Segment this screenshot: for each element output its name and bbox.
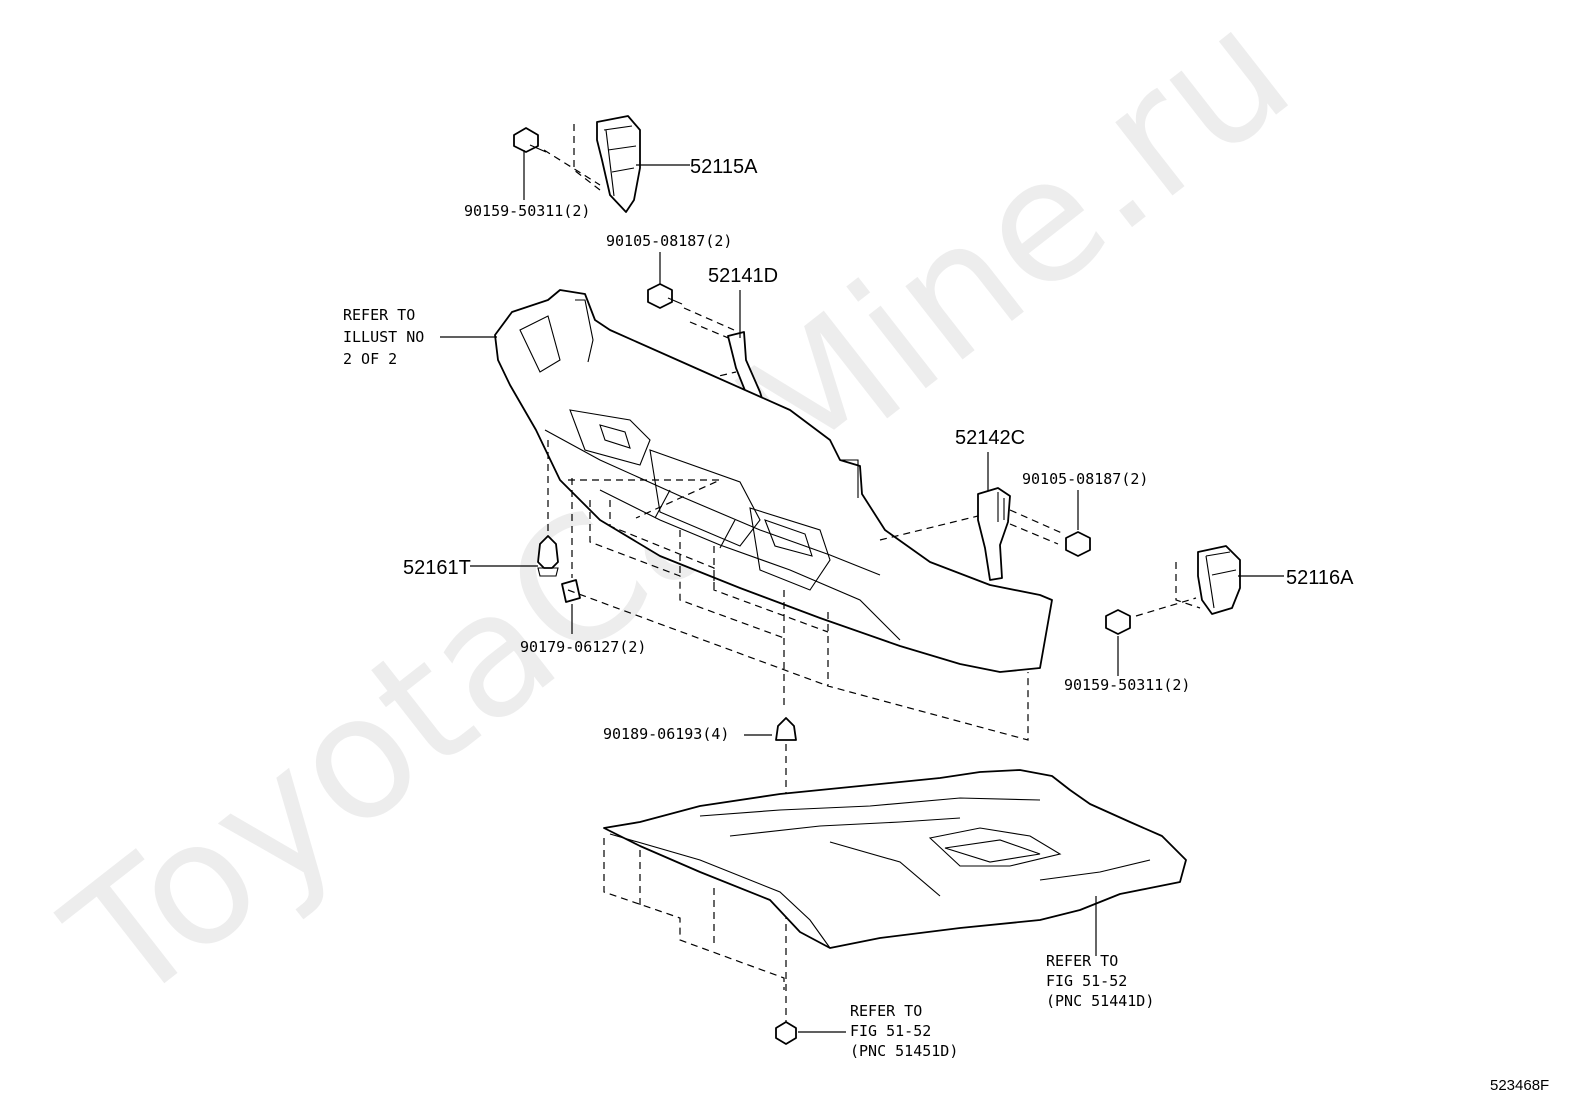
note-under-cover-1: REFER TO [1046,952,1118,970]
engine-under-cover[interactable] [603,769,1187,949]
leader-bolt-upper-dash [683,307,739,343]
note-bumper-ref-3: 2 OF 2 [343,350,397,368]
clip-52161t[interactable] [537,535,559,577]
note-under-cover-2: FIG 51-52 [1046,972,1127,990]
bracket-52116a[interactable] [1197,545,1241,615]
dash-clip [547,440,573,578]
dash-under-cover [603,838,785,990]
dash-52142c-bolt [1009,509,1065,545]
label-nut-90179: 90179-06127(2) [520,638,646,656]
label-52141d: 52141D [708,265,778,287]
label-52142c: 52142C [955,427,1025,449]
label-screw-upper: 90159-50311(2) [464,202,590,220]
note-bumper-ref-1: REFER TO [343,306,415,324]
figure-number: 523468F [1490,1077,1549,1094]
clip-90189[interactable] [775,717,797,741]
bracket-52115a[interactable] [596,115,641,213]
note-bolt-ref-3: (PNC 51451D) [850,1042,958,1060]
bumper-cover[interactable] [494,289,1053,673]
bolt-90105-upper[interactable] [647,283,683,309]
retainer-52142c[interactable] [977,487,1011,581]
leader-52115a-dash [543,124,601,191]
label-bolt-right: 90105-08187(2) [1022,470,1148,488]
label-screw-lower: 90159-50311(2) [1064,676,1190,694]
label-52161t: 52161T [403,557,471,579]
bolt-90105-right[interactable] [1065,531,1091,557]
note-bumper-ref-2: ILLUST NO [343,328,424,346]
note-bolt-ref-1: REFER TO [850,1002,922,1020]
label-52116a: 52116A [1286,567,1354,589]
note-bolt-ref-2: FIG 51-52 [850,1022,931,1040]
bolt-lower[interactable] [775,1021,797,1045]
note-under-cover-3: (PNC 51441D) [1046,992,1154,1010]
screw-90159-lower[interactable] [1105,609,1131,635]
label-bolt-upper: 90105-08187(2) [606,232,732,250]
dash-projection [567,479,1029,741]
label-52115a: 52115A [690,156,758,178]
screw-90159-upper[interactable] [513,127,547,153]
dash-52142c-bumper [879,515,979,541]
label-clip-90189: 90189-06193(4) [603,725,729,743]
dash-52116a [1135,562,1201,617]
